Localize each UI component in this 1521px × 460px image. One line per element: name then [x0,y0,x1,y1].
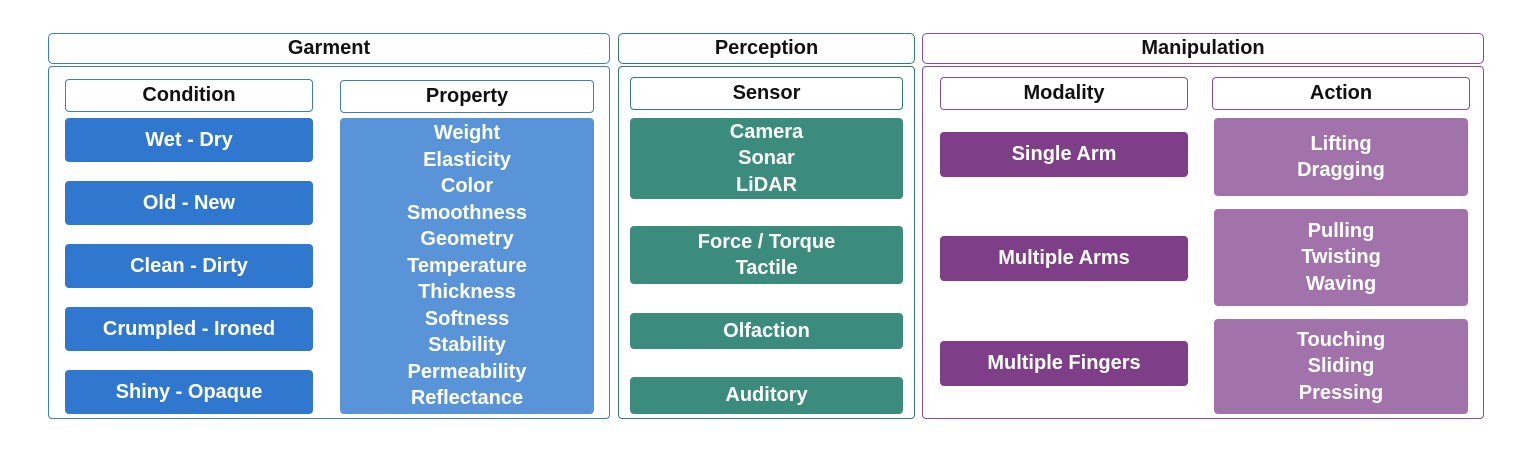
condition-item-label: Crumpled - Ironed [102,317,276,340]
condition-item-label: Old - New [142,191,236,214]
property-item: Weight [433,122,501,145]
sensor-item: LiDAR [735,173,798,196]
action-item: Dragging [1297,159,1385,181]
manipulation-title: Manipulation [1141,37,1265,59]
property-item: Stability [428,334,506,357]
condition-item-old-new: Old - New [65,181,313,225]
sensor-header: Sensor [630,77,903,110]
action-item: Touching [1296,328,1386,351]
action-group-lifting: Lifting Dragging [1214,118,1468,196]
condition-item-label: Wet - Dry [145,128,233,151]
perception-header: Perception [618,33,915,64]
action-item: Sliding [1307,355,1375,378]
sensor-item: Force / Torque [697,230,836,253]
property-list: Weight Elasticity Color Smoothness Geome… [340,118,594,414]
property-item: Softness [424,307,510,330]
condition-item-clean-dirty: Clean - Dirty [65,244,313,288]
modality-header: Modality [940,77,1188,110]
action-title: Action [1309,82,1373,104]
manipulation-header: Manipulation [922,33,1484,64]
condition-item-label: Clean - Dirty [130,254,248,277]
sensor-group-vision: Camera Sonar LiDAR [630,118,903,199]
action-header: Action [1212,77,1470,110]
property-item: Temperature [407,254,527,277]
modality-item-label: Single Arm [1011,143,1117,166]
condition-item-wet-dry: Wet - Dry [65,118,313,162]
modality-item-multiple-arms: Multiple Arms [940,236,1188,281]
action-group-touching: Touching Sliding Pressing [1214,319,1468,414]
property-item: Geometry [420,228,514,251]
sensor-group-olfaction: Olfaction [630,313,903,349]
property-item: Thickness [418,281,516,304]
sensor-item: Auditory [725,384,808,407]
modality-title: Modality [1023,82,1105,104]
condition-item-shiny-opaque: Shiny - Opaque [65,370,313,414]
property-item: Smoothness [406,201,528,224]
property-item: Elasticity [423,148,511,171]
action-item: Lifting [1310,132,1372,155]
property-item: Permeability [407,360,527,383]
modality-item-multiple-fingers: Multiple Fingers [940,341,1188,386]
condition-item-label: Shiny - Opaque [115,380,263,403]
action-item: Pulling [1307,219,1375,242]
sensor-item: Olfaction [723,319,810,342]
perception-title: Perception [714,37,819,59]
sensor-title: Sensor [732,82,801,104]
property-item: Reflectance [410,387,524,410]
action-item: Pressing [1298,381,1384,404]
property-title: Property [425,85,509,107]
property-item: Color [440,175,494,198]
modality-item-label: Multiple Fingers [987,352,1141,375]
condition-item-crumpled-ironed: Crumpled - Ironed [65,307,313,351]
condition-header: Condition [65,79,313,112]
garment-title: Garment [287,37,371,59]
garment-header: Garment [48,33,610,64]
modality-item-label: Multiple Arms [998,247,1130,270]
action-group-pulling: Pulling Twisting Waving [1214,209,1468,306]
action-item: Waving [1305,272,1377,295]
action-item: Twisting [1301,246,1381,269]
sensor-item: Tactile [735,257,798,279]
sensor-item: Camera [729,120,804,143]
sensor-group-auditory: Auditory [630,377,903,414]
condition-title: Condition [142,84,236,106]
modality-item-single-arm: Single Arm [940,132,1188,177]
sensor-item: Sonar [738,147,795,170]
sensor-group-touch: Force / Torque Tactile [630,226,903,284]
property-header: Property [340,80,594,113]
